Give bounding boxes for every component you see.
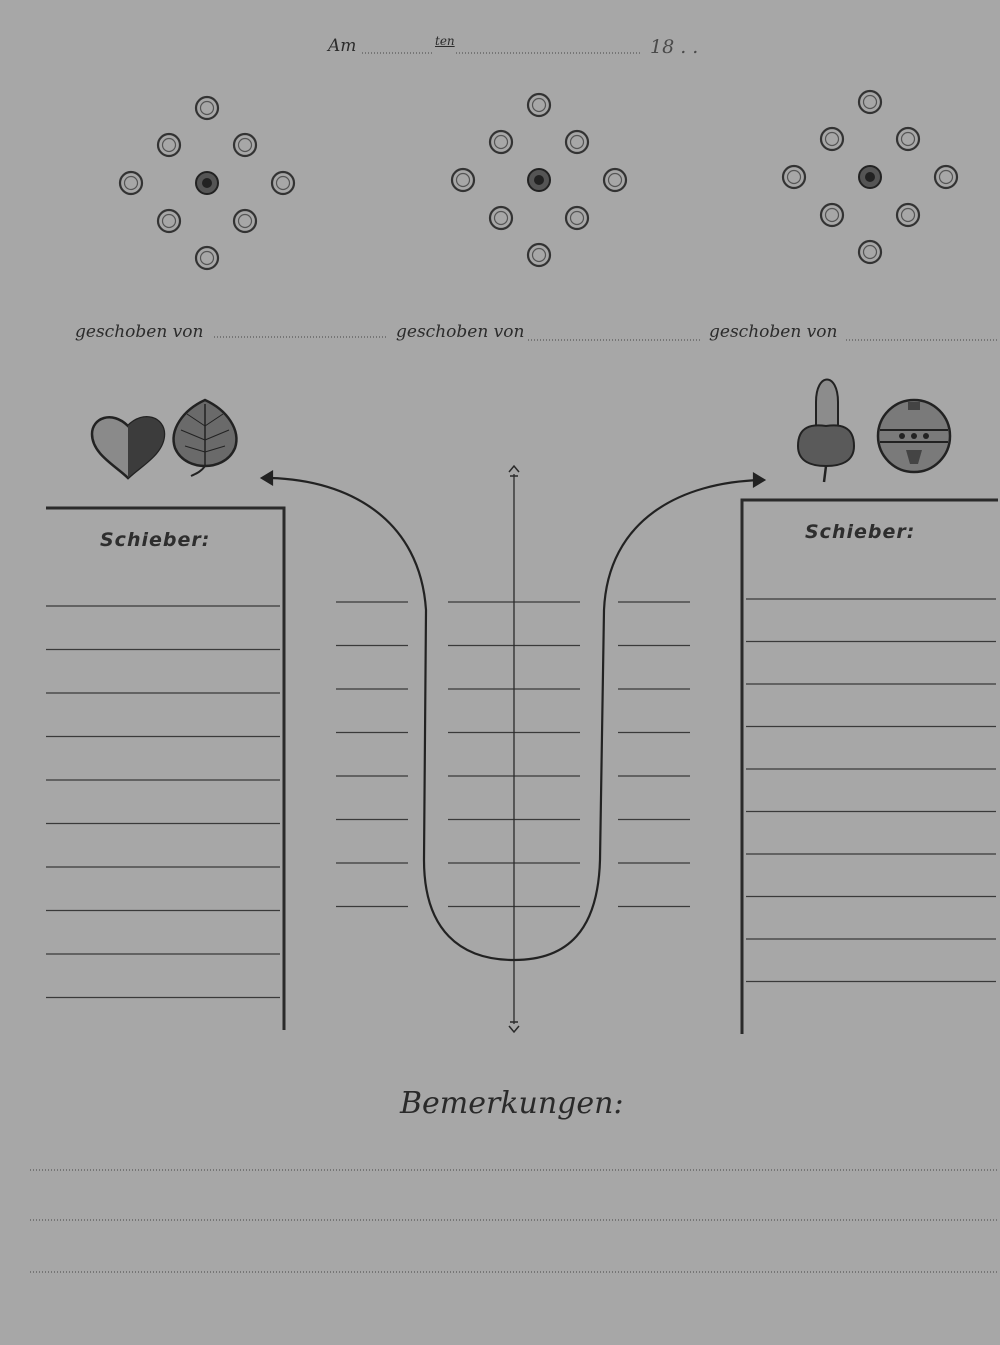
pin-ring — [895, 126, 921, 152]
pin-ring — [564, 129, 590, 155]
pin-ring — [526, 92, 552, 118]
pushed-by-label-3: geschoben von — [709, 322, 838, 342]
center-tally-lines — [336, 601, 690, 908]
u-curve-arrow — [259, 470, 767, 962]
right-score-box — [740, 498, 998, 1034]
pin-ring — [526, 242, 552, 268]
pin-ring — [194, 95, 220, 121]
heart-icon — [90, 416, 166, 480]
pin-ring — [564, 205, 590, 231]
pin-ring — [118, 170, 144, 196]
center-axis — [508, 464, 520, 1034]
pin-ring — [232, 132, 258, 158]
acorn-icon — [796, 378, 856, 483]
pushed-by-label-2: geschoben von — [396, 322, 525, 342]
pin-ring — [602, 167, 628, 193]
pin-diamond-2 — [450, 92, 628, 268]
pin-ring — [819, 202, 845, 228]
date-ten-label: ten — [435, 34, 455, 48]
remarks-heading: Bemerkungen: — [400, 1086, 624, 1121]
date-year-label: 18 . . — [650, 36, 699, 58]
pin-ring — [156, 132, 182, 158]
bell-icon — [876, 398, 952, 474]
pushed-by-label-1: geschoben von — [75, 322, 204, 342]
pin-diamond-1 — [118, 95, 296, 271]
pushed-by-dotted-lines — [214, 336, 998, 341]
leaf-icon — [172, 398, 238, 477]
pin-diamonds — [118, 89, 959, 271]
pin-ring — [819, 126, 845, 152]
left-schieber-title: Schieber: — [100, 529, 211, 551]
pin-ring — [270, 170, 296, 196]
pin-ring — [895, 202, 921, 228]
pin-ring — [781, 164, 807, 190]
pin-ring — [933, 164, 959, 190]
pin-ring — [857, 89, 883, 115]
pin-ring — [156, 208, 182, 234]
pin-ring — [488, 205, 514, 231]
right-schieber-title: Schieber: — [805, 521, 916, 543]
pin-ring — [232, 208, 258, 234]
pin-ring — [194, 245, 220, 271]
pin-diamond-3 — [781, 89, 959, 265]
pin-ring — [857, 239, 883, 265]
pin-ring — [450, 167, 476, 193]
pin-ring — [488, 129, 514, 155]
date-am-label: Am — [328, 36, 357, 56]
left-score-box — [46, 506, 286, 1030]
remarks-dotted-lines — [30, 1169, 998, 1273]
